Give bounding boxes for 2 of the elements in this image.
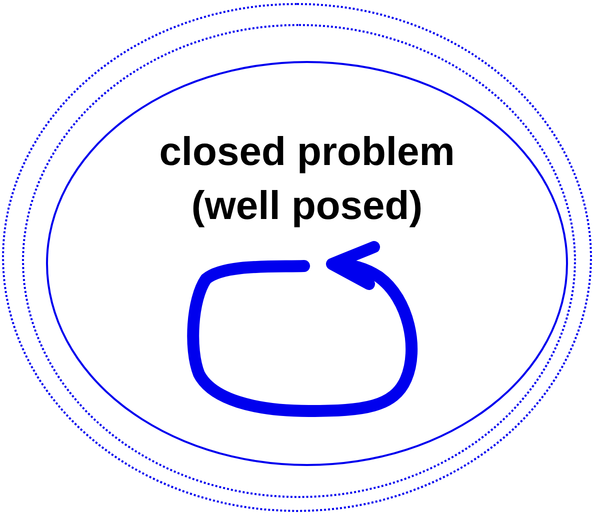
problem-label: closed problem (well posed): [158, 129, 456, 230]
problem-ellipse: [46, 61, 568, 466]
